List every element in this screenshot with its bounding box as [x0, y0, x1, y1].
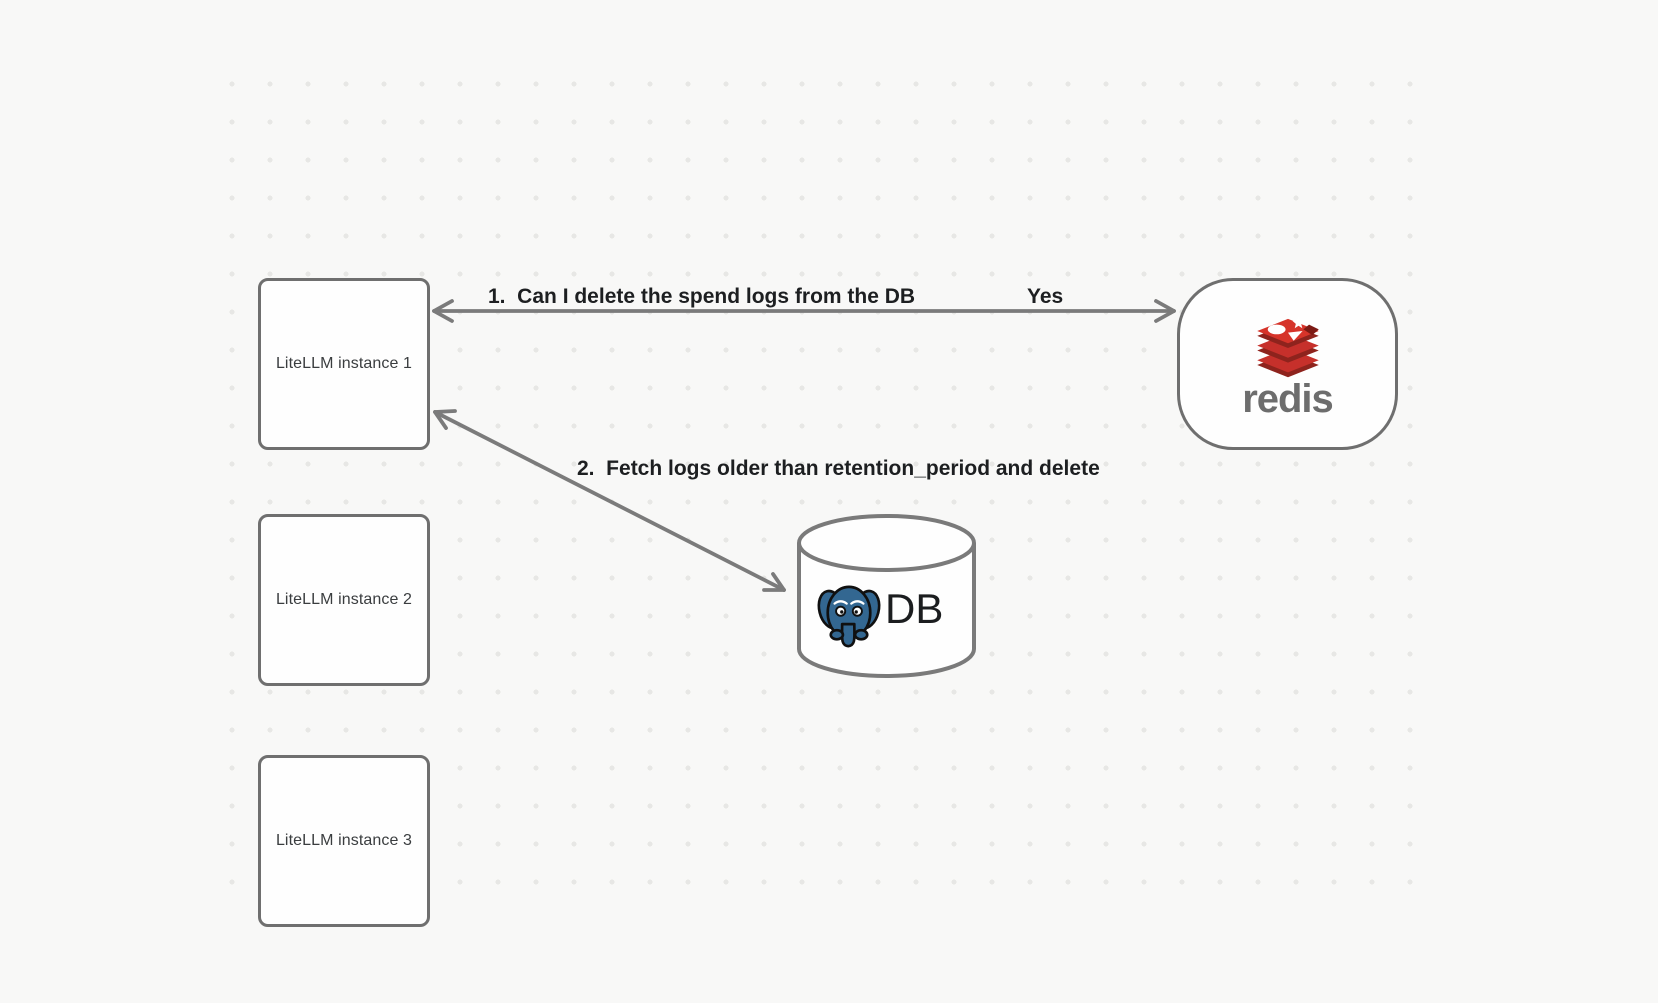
node-litellm-instance-3[interactable]: LiteLLM instance 3: [258, 755, 430, 927]
node-redis[interactable]: redis: [1177, 278, 1398, 450]
redis-wordmark: redis: [1242, 377, 1334, 421]
node-litellm-instance-1[interactable]: LiteLLM instance 1: [258, 278, 430, 450]
annotation-step1[interactable]: 1. Can I delete the spend logs from the …: [488, 285, 916, 308]
annotation-step2[interactable]: 2. Fetch logs older than retention_perio…: [577, 457, 1100, 480]
annotation-step1-answer[interactable]: Yes: [1027, 285, 1064, 308]
arrow-redis-to-instance1[interactable]: [432, 299, 1176, 323]
node-litellm-instance-2[interactable]: LiteLLM instance 2: [258, 514, 430, 686]
node-database-cylinder[interactable]: DB: [796, 513, 977, 679]
node-label: LiteLLM instance 3: [275, 832, 413, 849]
node-label: LiteLLM instance 2: [275, 591, 413, 608]
db-label: DB: [885, 585, 944, 632]
redis-stack-icon: [1256, 316, 1319, 378]
node-label: LiteLLM instance 1: [275, 355, 413, 372]
postgresql-elephant-icon: [817, 585, 881, 648]
arrow-database-to-instance1[interactable]: [433, 409, 786, 592]
